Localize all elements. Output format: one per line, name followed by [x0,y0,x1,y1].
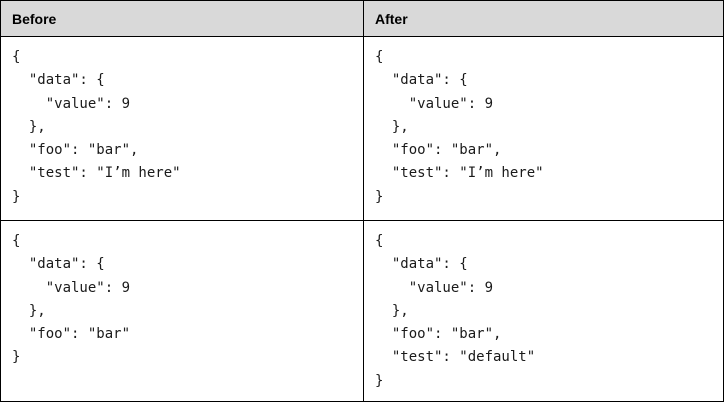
table-row: { "data": { "value": 9 }, "foo": "bar", … [0,36,724,221]
header-after: After [363,0,724,37]
cell-after: { "data": { "value": 9 }, "foo": "bar", … [363,220,724,402]
table-row: { "data": { "value": 9 }, "foo": "bar" }… [0,220,724,402]
json-code-block: { "data": { "value": 9 }, "foo": "bar" } [12,233,131,366]
header-row: Before After [0,0,724,37]
cell-before: { "data": { "value": 9 }, "foo": "bar" } [0,220,364,402]
json-code-block: { "data": { "value": 9 }, "foo": "bar", … [12,49,181,205]
cell-before: { "data": { "value": 9 }, "foo": "bar", … [0,36,364,221]
json-code-block: { "data": { "value": 9 }, "foo": "bar", … [375,49,544,205]
header-before: Before [0,0,364,37]
cell-after: { "data": { "value": 9 }, "foo": "bar", … [363,36,724,221]
json-code-block: { "data": { "value": 9 }, "foo": "bar", … [375,233,536,389]
